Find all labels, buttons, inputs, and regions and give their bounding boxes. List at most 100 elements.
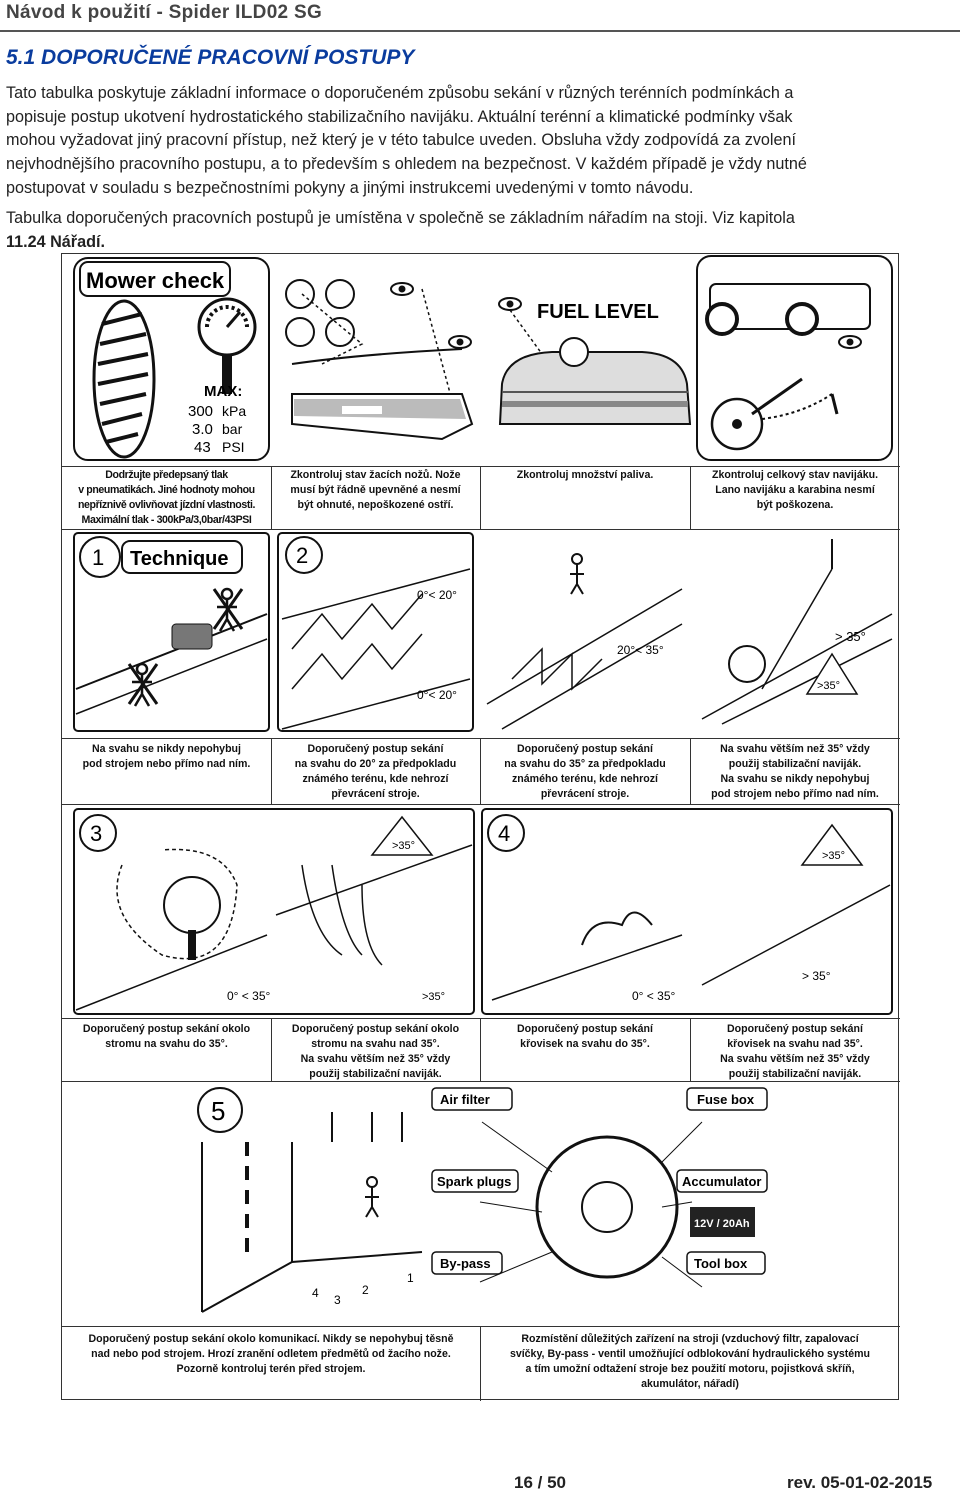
svg-text:Air filter: Air filter (440, 1092, 490, 1107)
prohibited-person-icon (212, 587, 244, 632)
technique-figure: 1 Technique (73, 532, 270, 732)
svg-text:>35°: >35° (822, 850, 845, 862)
intro-line: mohou vyžadovat jiný pracovní přístup, n… (6, 131, 797, 150)
intro-line: popisuje postup ukotvení hydrostatického… (6, 107, 793, 126)
intro-paragraph: Tato tabulka poskytuje základní informac… (6, 82, 956, 201)
svg-text:3: 3 (90, 821, 102, 846)
caption-roads: Doporučený postup sekání okolo komunikac… (88, 1333, 454, 1375)
svg-text:4: 4 (312, 1286, 319, 1300)
mower-icon (728, 645, 766, 683)
row-divider (62, 466, 900, 467)
svg-text:kPa: kPa (222, 403, 246, 419)
tree-icon (163, 876, 221, 934)
fuel-cap-icon (559, 337, 589, 367)
svg-text:1: 1 (407, 1271, 414, 1285)
intro-line: postupovat v souladu s bezpečnostními po… (6, 178, 694, 197)
svg-text:Spark plugs: Spark plugs (437, 1174, 511, 1189)
svg-text:0°< 20°: 0°< 20° (417, 588, 457, 602)
fuel-level-label: FUEL LEVEL (537, 301, 659, 323)
row4-illustrations: 5 4 3 2 1 Air filter Spark plugs By-pass… (193, 1085, 768, 1325)
procedures-table: Mower check MAX: 300 kPa 3.0 bar 43 PSI (61, 253, 900, 1401)
intro-line: Tato tabulka poskytuje základní informac… (6, 84, 794, 102)
svg-text:2: 2 (296, 543, 308, 568)
svg-text:Technique: Technique (130, 548, 229, 570)
row-divider (62, 804, 900, 805)
caption-fuel: Zkontroluj množství paliva. (516, 469, 654, 481)
col-divider (480, 1326, 481, 1401)
svg-text:3.0: 3.0 (192, 421, 213, 438)
svg-text:0°< 20°: 0°< 20° (417, 688, 457, 702)
road-figure: 5 4 3 2 1 (193, 1085, 425, 1325)
col-divider (690, 1018, 691, 1081)
mower-icon (171, 623, 213, 650)
row-divider (62, 529, 900, 530)
max-label: MAX: (204, 383, 242, 400)
svg-text:1: 1 (92, 545, 104, 570)
svg-text:PSI: PSI (222, 439, 245, 455)
row-divider (62, 1018, 900, 1019)
svg-text:> 35°: > 35° (802, 969, 831, 983)
svg-text:43: 43 (194, 439, 211, 456)
caption-winch: Zkontroluj celkový stav navijáku.Lano na… (711, 469, 879, 511)
svg-text:5: 5 (211, 1096, 225, 1126)
tire-tread-icon (97, 312, 149, 444)
svg-text:>35°: >35° (392, 840, 415, 852)
col-divider (690, 738, 691, 804)
operator-icon (570, 553, 584, 595)
caption-machine-layout: Rozmístění důležitých zařízení na stroji… (509, 1333, 871, 1390)
col-divider (480, 466, 481, 529)
bush-slope-figure: 4 0° < 35° >35° > 35° (481, 808, 893, 1015)
svg-text:300: 300 (188, 403, 213, 420)
svg-text:2: 2 (362, 1283, 369, 1297)
svg-text:Tool box: Tool box (694, 1256, 748, 1271)
intro-line: nejvhodnějšího pracovního postupu, a to … (6, 155, 807, 174)
section-title: 5.1 DOPORUČENÉ PRACOVNÍ POSTUPY (6, 46, 415, 69)
svg-text:bar: bar (222, 421, 243, 437)
svg-text:Fuse box: Fuse box (697, 1092, 755, 1107)
mower-check-figure: Mower check MAX: 300 kPa 3.0 bar 43 PSI (73, 257, 270, 461)
bush-icon (581, 911, 653, 946)
svg-text:> 35°: > 35° (835, 629, 866, 644)
header-divider (0, 30, 960, 32)
row-divider (62, 1326, 900, 1327)
row-divider (62, 1081, 900, 1082)
row3-illustrations: 3 0° < 35° >35° >35° 4 0° < 35° >35° > 3… (73, 808, 893, 1015)
svg-text:12V / 20Ah: 12V / 20Ah (694, 1218, 750, 1230)
winch-check-figure (696, 255, 893, 461)
svg-text:0° < 35°: 0° < 35° (632, 989, 675, 1003)
battery-icon (690, 1207, 755, 1237)
col-divider (271, 466, 272, 529)
slope-35-figure: 20°< 35° (485, 532, 687, 732)
svg-text:3: 3 (334, 1293, 341, 1307)
revision-label: rev. 05-01-02-2015 (787, 1473, 933, 1492)
slope-20-figure: 2 0°< 20° 0°< 20° (277, 532, 474, 732)
svg-text:20°< 35°: 20°< 35° (617, 643, 664, 657)
svg-text:>35°: >35° (817, 680, 840, 692)
row2-illustrations: 1 Technique 2 0°< 20° 0°< 20° (73, 532, 893, 732)
svg-text:4: 4 (498, 821, 510, 846)
blade-check-figure (277, 261, 474, 459)
reference-line: 11.24 Nářadí. (6, 232, 105, 251)
col-divider (480, 738, 481, 804)
reference-line: Tabulka doporučených pracovních postupů … (6, 209, 795, 227)
col-divider (690, 466, 691, 529)
reference-paragraph: Tabulka doporučených pracovních postupů … (6, 207, 956, 254)
svg-text:>35°: >35° (422, 991, 445, 1003)
slope-winch-figure: > 35° >35° (696, 532, 893, 732)
col-divider (271, 1018, 272, 1081)
row-divider (62, 738, 900, 739)
document-header: Návod k použití - Spider ILD02 SG (6, 2, 323, 23)
operator-icon (365, 1176, 379, 1218)
col-divider (480, 1018, 481, 1081)
machine-layout-figure: Air filter Spark plugs By-pass Fuse box … (431, 1087, 768, 1288)
tree-slope-figure: 3 0° < 35° >35° >35° (73, 808, 475, 1015)
col-divider (271, 738, 272, 804)
